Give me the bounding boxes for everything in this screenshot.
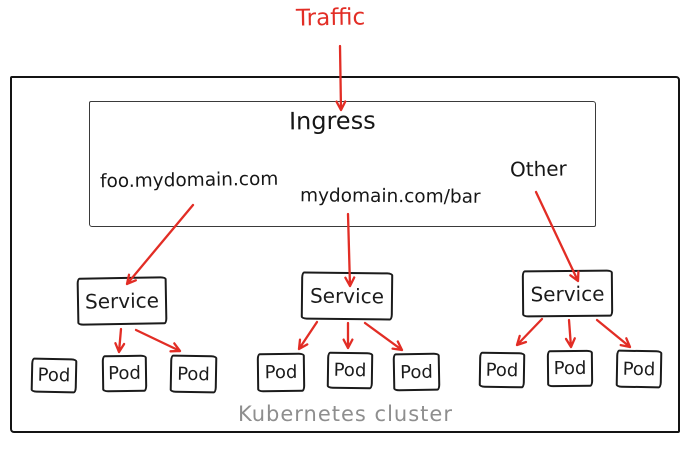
ingress-rule-other: Other xyxy=(509,156,568,182)
pod-5-box: Pod xyxy=(326,351,374,390)
pod-6-box: Pod xyxy=(392,352,441,392)
traffic-label: Traffic xyxy=(295,4,366,32)
pod-4-box: Pod xyxy=(256,352,306,393)
service-1-box: Service xyxy=(76,276,168,326)
pod-2-box: Pod xyxy=(101,354,148,393)
cluster-caption: Kubernetes cluster xyxy=(238,402,453,426)
service-2-box: Service xyxy=(300,271,394,321)
ingress-title: Ingress xyxy=(288,106,376,136)
pod-7-box: Pod xyxy=(478,351,526,389)
pod-8-box: Pod xyxy=(546,349,594,388)
ingress-rule-foo-mydomain-com: foo.mydomain.com xyxy=(99,168,279,193)
service-3-box: Service xyxy=(521,269,614,318)
pod-1-box: Pod xyxy=(30,357,78,394)
ingress-rule-mydomain-com-bar: mydomain.com/bar xyxy=(299,185,481,208)
pod-3-box: Pod xyxy=(169,354,218,394)
pod-9-box: Pod xyxy=(615,349,663,389)
